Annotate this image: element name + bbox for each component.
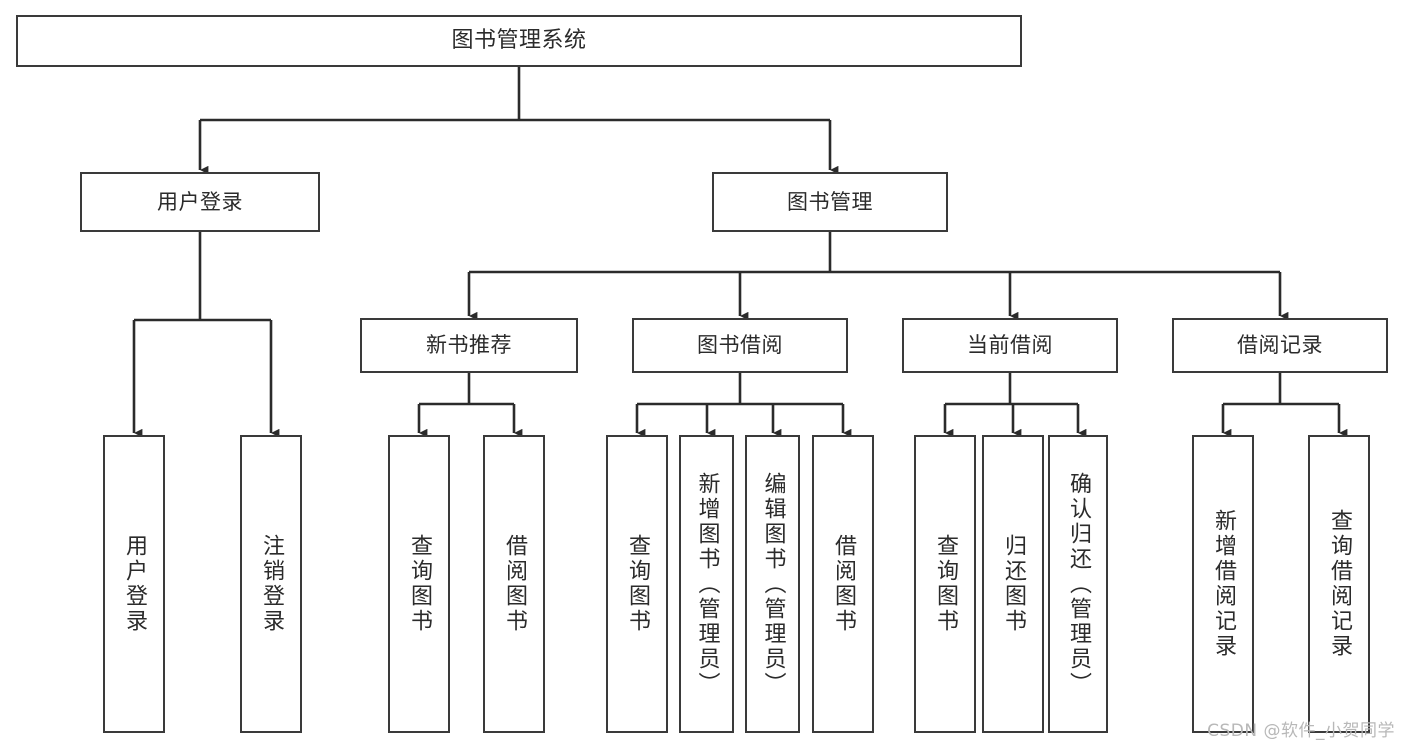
node-label: 确认归还（管理员） <box>1066 471 1091 697</box>
node-label: 查询图书 <box>625 534 650 634</box>
node-leaf-edit-book[interactable]: 编辑图书（管理员） <box>745 435 800 733</box>
node-label: 新书推荐 <box>426 333 512 358</box>
node-leaf-user-login[interactable]: 用户登录 <box>103 435 165 733</box>
node-label: 图书管理系统 <box>451 28 587 54</box>
node-label: 借阅图书 <box>502 534 527 634</box>
node-leaf-return-book[interactable]: 归还图书 <box>982 435 1044 733</box>
csdn-watermark: CSDN @软件_小贺同学 <box>1207 721 1395 741</box>
node-root[interactable]: 图书管理系统 <box>16 15 1022 67</box>
node-leaf-borrow-book-1[interactable]: 借阅图书 <box>483 435 545 733</box>
node-leaf-borrow-book-2[interactable]: 借阅图书 <box>812 435 874 733</box>
node-leaf-logout[interactable]: 注销登录 <box>240 435 302 733</box>
node-leaf-confirm-return[interactable]: 确认归还（管理员） <box>1048 435 1108 733</box>
node-label: 当前借阅 <box>967 333 1053 358</box>
node-leaf-add-record[interactable]: 新增借阅记录 <box>1192 435 1254 733</box>
node-label: 图书管理 <box>787 189 873 214</box>
node-label: 新增图书（管理员） <box>694 471 720 697</box>
node-label: 查询图书 <box>933 534 958 634</box>
node-leaf-add-book[interactable]: 新增图书（管理员） <box>679 435 734 733</box>
node-leaf-query-record[interactable]: 查询借阅记录 <box>1308 435 1370 733</box>
node-current-borrow[interactable]: 当前借阅 <box>902 318 1118 373</box>
node-book-borrow[interactable]: 图书借阅 <box>632 318 848 373</box>
node-label: 新增借阅记录 <box>1211 509 1236 659</box>
node-leaf-query-book-3[interactable]: 查询图书 <box>914 435 976 733</box>
node-label: 归还图书 <box>1001 534 1026 634</box>
node-label: 用户登录 <box>157 189 243 214</box>
node-leaf-query-book-1[interactable]: 查询图书 <box>388 435 450 733</box>
node-label: 查询借阅记录 <box>1327 509 1352 659</box>
node-label: 借阅图书 <box>831 534 856 634</box>
node-borrow-record[interactable]: 借阅记录 <box>1172 318 1388 373</box>
node-label: 查询图书 <box>407 534 432 634</box>
node-user-login[interactable]: 用户登录 <box>80 172 320 232</box>
node-leaf-query-book-2[interactable]: 查询图书 <box>606 435 668 733</box>
node-label: 用户登录 <box>122 534 147 634</box>
node-label: 图书借阅 <box>697 333 783 358</box>
node-label: 编辑图书（管理员） <box>760 471 786 697</box>
node-new-book-rec[interactable]: 新书推荐 <box>360 318 578 373</box>
node-book-manage[interactable]: 图书管理 <box>712 172 948 232</box>
node-label: 注销登录 <box>259 534 284 634</box>
node-label: 借阅记录 <box>1237 333 1323 358</box>
